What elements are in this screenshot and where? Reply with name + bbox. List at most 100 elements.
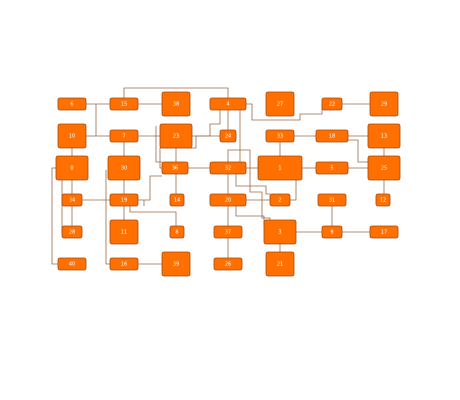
node-label: 38 xyxy=(173,102,179,108)
node-label: 14 xyxy=(174,198,180,204)
diagram-node-23: 23 xyxy=(159,123,193,149)
node-box xyxy=(169,193,185,207)
diagram-node-6: 6 xyxy=(57,97,87,111)
connector-line xyxy=(51,167,58,265)
diagram-node-40: 40 xyxy=(57,257,87,271)
diagram-node-34: 34 xyxy=(61,193,83,207)
diagram-node-8: 8 xyxy=(169,225,185,239)
node-box xyxy=(315,161,349,175)
node-label: 15 xyxy=(121,102,127,108)
node-label: 34 xyxy=(69,198,75,204)
node-box xyxy=(367,155,401,181)
node-label: 9 xyxy=(330,230,333,236)
diagram-node-13: 13 xyxy=(367,123,401,149)
diagram-node-11: 11 xyxy=(109,219,139,245)
node-label: 26 xyxy=(225,262,231,268)
connector-line xyxy=(129,206,177,226)
node-label: 27 xyxy=(277,102,283,108)
node-box xyxy=(159,123,193,149)
node-box xyxy=(209,161,247,175)
diagram-node-16: 16 xyxy=(109,257,139,271)
connector-line xyxy=(290,180,297,201)
node-box xyxy=(321,97,343,111)
node-box xyxy=(209,193,247,207)
node-label: 8 xyxy=(175,230,178,236)
node-box xyxy=(107,155,141,181)
diagram-node-29: 29 xyxy=(369,91,399,117)
diagram-node-19: 19 xyxy=(109,193,139,207)
node-label: 36 xyxy=(172,166,178,172)
node-label: 29 xyxy=(381,102,387,108)
node-box xyxy=(57,123,87,149)
node-box xyxy=(257,155,303,181)
node-label: 39 xyxy=(173,262,179,268)
node-box xyxy=(265,91,295,117)
node-box xyxy=(367,123,401,149)
diagram-node-32: 32 xyxy=(209,161,247,175)
node-label: 3 xyxy=(278,230,281,236)
node-box xyxy=(169,225,185,239)
node-label: 33 xyxy=(277,134,283,140)
connector-line xyxy=(348,139,368,163)
node-box xyxy=(263,219,297,245)
node-label: 31 xyxy=(329,198,335,204)
node-box xyxy=(161,161,189,175)
diagram-node-2: 2 xyxy=(269,193,291,207)
diagram-node-36: 36 xyxy=(161,161,189,175)
node-label: 18 xyxy=(329,134,335,140)
node-label: 21 xyxy=(277,262,283,268)
node-label: 12 xyxy=(380,198,386,204)
node-box xyxy=(57,257,87,271)
node-box xyxy=(61,193,83,207)
node-box xyxy=(213,257,243,271)
node-label: 4 xyxy=(226,102,229,108)
node-box xyxy=(109,219,139,245)
diagram-node-22: 22 xyxy=(321,97,343,111)
node-box xyxy=(317,193,347,207)
node-box xyxy=(161,91,191,117)
node-label: 20 xyxy=(225,198,231,204)
diagram-node-9: 9 xyxy=(321,225,343,239)
diagram-node-24: 24 xyxy=(219,129,237,143)
node-box xyxy=(321,225,343,239)
node-box xyxy=(265,129,295,143)
diagram-node-33: 33 xyxy=(265,129,295,143)
node-label: 10 xyxy=(69,134,75,140)
diagram-node-3: 3 xyxy=(263,219,297,245)
node-label: 32 xyxy=(225,166,231,172)
connector-line xyxy=(235,206,265,226)
diagram-node-31: 31 xyxy=(317,193,347,207)
node-box xyxy=(109,193,139,207)
node-box xyxy=(375,193,391,207)
diagram-node-4: 4 xyxy=(209,97,247,111)
connector-line xyxy=(105,170,110,265)
node-box xyxy=(369,91,399,117)
connector-line xyxy=(235,174,270,195)
diagram-node-28: 28 xyxy=(61,225,83,239)
connector-line xyxy=(159,110,221,169)
node-label: 30 xyxy=(121,166,127,172)
node-box xyxy=(213,225,243,239)
diagram-node-0: 0 xyxy=(55,155,89,181)
node-label: 5 xyxy=(330,166,333,172)
diagram-node-18: 18 xyxy=(315,129,349,143)
diagram-node-38: 38 xyxy=(161,91,191,117)
node-box xyxy=(109,129,139,143)
diagram-node-20: 20 xyxy=(209,193,247,207)
edge-layer xyxy=(51,87,385,265)
connector-line xyxy=(227,149,271,220)
diagram-node-37: 37 xyxy=(213,225,243,239)
node-box xyxy=(61,225,83,239)
node-label: 7 xyxy=(122,134,125,140)
connector-line xyxy=(123,87,229,98)
node-label: 6 xyxy=(70,102,73,108)
node-box xyxy=(219,129,237,143)
node-label: 25 xyxy=(381,166,387,172)
node-box xyxy=(315,129,349,143)
node-box xyxy=(55,155,89,181)
node-box xyxy=(109,257,139,271)
diagram-node-5: 5 xyxy=(315,161,349,175)
node-label: 24 xyxy=(225,134,231,140)
node-label: 0 xyxy=(70,166,73,172)
